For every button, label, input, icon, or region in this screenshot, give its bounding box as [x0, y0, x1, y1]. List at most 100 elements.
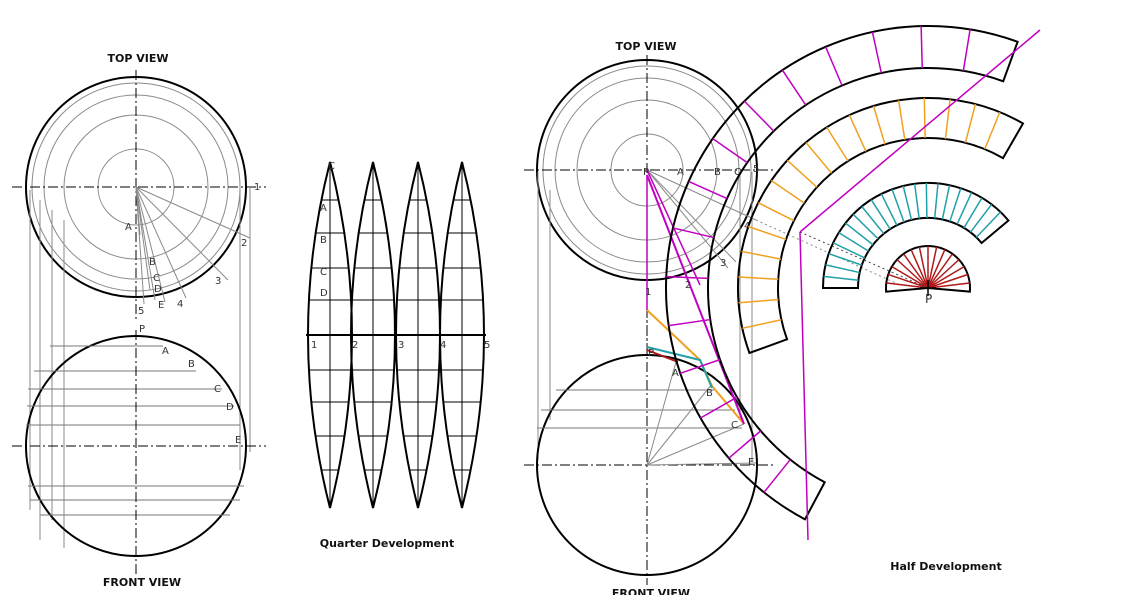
half-dev-outer-band-divider — [781, 69, 807, 106]
half-dev-third-band-divider — [805, 141, 833, 174]
half-dev-second-band-divider — [969, 203, 993, 233]
half-dev-second-band-divider — [838, 232, 869, 252]
half-dev-outer-band-divider — [672, 227, 715, 239]
half-dev-inner-band-divider — [927, 273, 969, 289]
half-dev-third-band-divider — [826, 126, 849, 162]
half-dev-second-band-divider — [902, 185, 913, 221]
half-dev-third-band-divider — [741, 250, 781, 260]
half-dev-third-band-divider — [897, 100, 906, 140]
half-dev-inner-band-divider — [918, 246, 929, 289]
left-top-label-b: B — [149, 257, 156, 268]
left-front-label-c: C — [214, 384, 221, 395]
right-top-label-a: A — [677, 167, 684, 178]
half-dev-second-band-divider — [956, 192, 973, 225]
half-dev-outer-band-divider — [712, 138, 748, 164]
quarter-gore-label-b: B — [320, 235, 327, 246]
half-dev-third-band — [737, 97, 1025, 355]
left-top-label-1: 1 — [254, 182, 260, 193]
half-dev-second-band-divider — [949, 188, 962, 222]
half-dev-outer-band-divider — [920, 26, 923, 69]
left-top-label-2: 2 — [241, 238, 247, 249]
left-top-label-d: D — [154, 284, 162, 295]
half-dev-outer-band-divider — [728, 430, 762, 459]
right-top-label-5: 5 — [753, 164, 759, 175]
half-dev-second-band-divider — [861, 206, 885, 235]
left-top-label-a: A — [125, 222, 132, 233]
half-dev-second-band-divider — [852, 213, 879, 240]
half-dev-outer-band-divider — [700, 396, 738, 419]
right-top-label-p: P — [643, 167, 649, 178]
left-top-label-4: 4 — [177, 299, 183, 310]
right-front-view — [524, 174, 774, 585]
right-front-view-caption: FRONT VIEW — [612, 587, 690, 595]
quarter-gore-label-d: D — [320, 288, 328, 299]
half-dev-second-band-divider — [963, 197, 983, 229]
half-dev-third-band-divider — [738, 298, 779, 304]
half-dev-outer-band-divider — [688, 180, 728, 200]
half-dev-second-band — [821, 182, 1010, 289]
left-top-view — [12, 70, 266, 320]
half-dev-outer-band-divider — [680, 358, 721, 375]
right-top-label-2: 2 — [685, 280, 691, 291]
quarter-number-1: 1 — [311, 340, 317, 351]
half-dev-second-band-divider — [832, 242, 866, 259]
left-front-view-caption: FRONT VIEW — [103, 576, 181, 589]
half-dev-outer-band-divider — [763, 459, 791, 493]
half-dev-outer-band-divider — [668, 318, 711, 327]
half-development-center-label: P — [925, 292, 932, 306]
half-dev-second-band-divider — [891, 189, 905, 223]
half-dev-second-band-divider — [925, 183, 928, 219]
right-projectors — [537, 172, 753, 462]
half-dev-second-band-divider — [845, 222, 874, 246]
right-front-label-b: B — [706, 388, 713, 399]
half-dev-second-band-divider — [933, 183, 939, 219]
half-dev-third-band-divider — [786, 159, 818, 188]
right-front-label-p: P — [648, 348, 654, 359]
left-top-view-caption: TOP VIEW — [108, 52, 169, 65]
half-dev-third-band-divider — [984, 111, 1001, 150]
quarter-development-gores — [306, 161, 486, 509]
half-dev-outer-band-divider — [871, 31, 883, 74]
right-top-view-caption: TOP VIEW — [616, 40, 677, 53]
half-dev-inner-band-divider — [927, 253, 954, 289]
half-dev-second-band-divider — [913, 183, 920, 219]
half-dev-inner-band-divider — [927, 265, 965, 289]
left-front-label-d: D — [226, 402, 234, 413]
half-dev-center-ray — [799, 231, 929, 289]
half-dev-third-band-divider — [738, 276, 779, 281]
half-dev-second-band-divider — [941, 185, 951, 220]
half-dev-third-band-divider — [747, 225, 787, 241]
half-dev-third-band-divider — [757, 202, 795, 222]
right-top-label-b: B — [714, 167, 721, 178]
quarter-number-3: 3 — [398, 340, 404, 351]
half-dev-second-band-divider — [975, 211, 1002, 238]
half-dev-inner-band-divider — [910, 249, 929, 289]
half-dev-third-band-divider — [742, 319, 782, 329]
left-top-label-e: E — [158, 300, 164, 311]
half-dev-outer-band-divider — [824, 46, 843, 86]
half-dev-third-band-divider — [848, 114, 867, 152]
half-dev-third-band-divider — [923, 98, 926, 139]
left-top-label-c: C — [153, 273, 160, 284]
half-dev-third-band-divider — [872, 105, 886, 145]
right-top-view — [524, 55, 901, 350]
half-dev-inner-band-divider — [891, 265, 929, 289]
half-dev-second-band-divider — [823, 275, 859, 281]
left-top-label-5: 5 — [138, 306, 144, 317]
half-development — [665, 25, 1041, 541]
quarter-development-caption: Quarter Development — [320, 537, 454, 550]
left-front-label-b: B — [188, 359, 195, 370]
left-front-label-a: A — [162, 346, 169, 357]
half-dev-outer-band — [665, 25, 1019, 521]
half-dev-second-band-divider — [825, 264, 860, 274]
right-front-label-c: C — [731, 420, 738, 431]
half-development-caption: Half Development — [890, 560, 1001, 573]
quarter-number-2: 2 — [352, 340, 358, 351]
left-projectors — [29, 187, 251, 548]
left-top-label-3: 3 — [215, 276, 221, 287]
half-dev-third-band-divider — [770, 179, 805, 204]
right-front-label-1: 1 — [645, 287, 651, 298]
half-dev-inner-band-divider — [902, 253, 929, 289]
half-dev-third-band-divider — [944, 99, 951, 140]
